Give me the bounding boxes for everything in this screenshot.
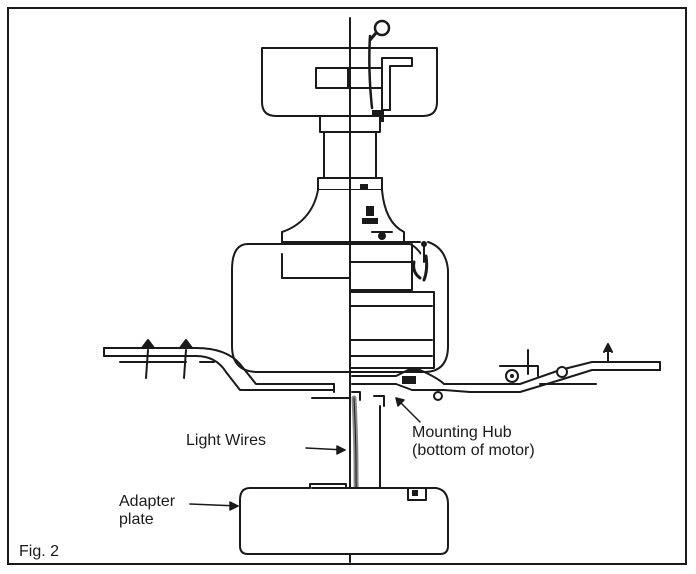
- label-mounting-hub-sub: (bottom of motor): [412, 442, 535, 459]
- label-adapter: Adapter: [119, 493, 176, 510]
- figure-frame: [7, 7, 687, 565]
- label-adapter-plate: plate: [119, 511, 154, 528]
- leader-arrows: [189, 397, 421, 511]
- figure-caption: Fig. 2: [19, 543, 60, 560]
- ground-wire: [368, 19, 391, 110]
- label-mounting-hub: Mounting Hub: [412, 424, 512, 441]
- motor-interior: [349, 241, 435, 369]
- blade-arm-right: [351, 343, 661, 401]
- label-light-wires: Light Wires: [186, 432, 267, 449]
- adapter-plate: [239, 483, 449, 555]
- blade-arm-left: [103, 339, 351, 399]
